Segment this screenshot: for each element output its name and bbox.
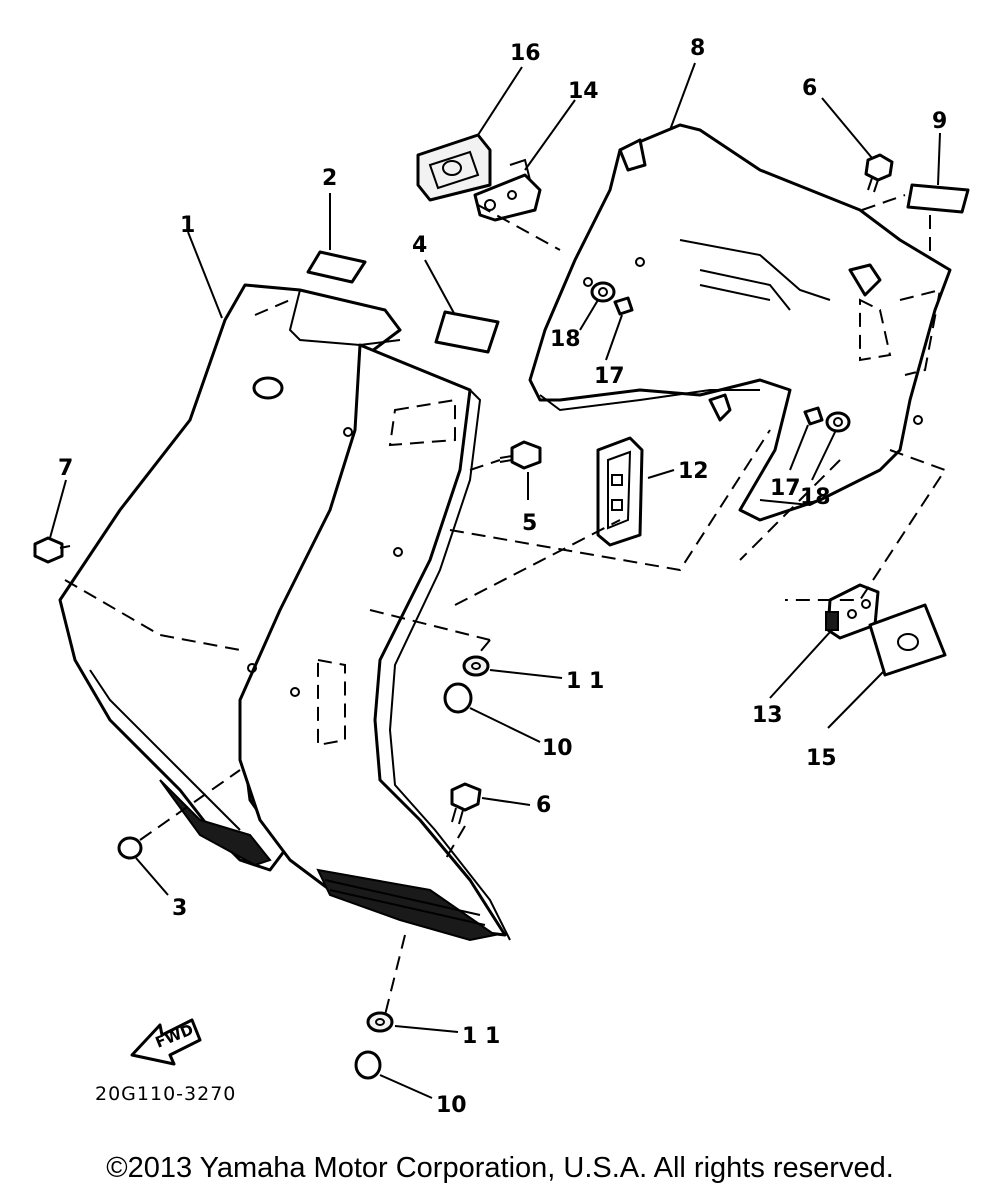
part-7-screw bbox=[33, 536, 71, 564]
part-15-rubber bbox=[868, 603, 947, 677]
part-6-screw-lower bbox=[450, 782, 482, 825]
callout-17-lower: 17 bbox=[770, 476, 801, 501]
part-3-spacer bbox=[117, 836, 143, 860]
callout-17-upper: 17 bbox=[594, 364, 625, 389]
callout-11-lower: 1 1 bbox=[462, 1024, 500, 1049]
callout-3: 3 bbox=[172, 896, 187, 921]
part-6-screw-upper bbox=[864, 153, 894, 193]
callout-1: 1 bbox=[180, 213, 195, 238]
fasteners-upper bbox=[590, 281, 634, 316]
part-12-plate bbox=[596, 436, 644, 547]
callout-7: 7 bbox=[58, 456, 73, 481]
left-side-cover bbox=[58, 283, 402, 872]
fwd-arrow-icon: FWD bbox=[130, 1018, 202, 1066]
callout-15: 15 bbox=[806, 746, 837, 771]
callout-10-upper: 10 bbox=[542, 736, 573, 761]
callout-13: 13 bbox=[752, 703, 783, 728]
part-10-nut-lower bbox=[354, 1050, 382, 1080]
label-part-9 bbox=[906, 183, 970, 214]
callout-6-lower: 6 bbox=[536, 793, 551, 818]
part-11-washer-upper bbox=[462, 655, 490, 677]
callout-5: 5 bbox=[522, 511, 537, 536]
front-cover-panel bbox=[238, 343, 511, 942]
label-part-2 bbox=[306, 250, 367, 284]
fasteners-lower bbox=[803, 406, 851, 433]
callout-9: 9 bbox=[932, 109, 947, 134]
copyright-notice: ©2013 Yamaha Motor Corporation, U.S.A. A… bbox=[106, 1152, 894, 1184]
callout-10-lower: 10 bbox=[436, 1093, 467, 1118]
callout-16: 16 bbox=[510, 41, 541, 66]
callout-6-upper: 6 bbox=[802, 76, 817, 101]
part-16-rubber bbox=[416, 133, 492, 202]
callout-14: 14 bbox=[568, 79, 599, 104]
callout-8: 8 bbox=[690, 36, 705, 61]
label-part-4 bbox=[434, 310, 500, 354]
callout-2: 2 bbox=[322, 166, 337, 191]
part-5-screw bbox=[499, 440, 542, 470]
callout-18-upper: 18 bbox=[550, 327, 581, 352]
part-14-bracket bbox=[473, 158, 542, 222]
rear-cover bbox=[528, 123, 952, 522]
part-10-nut-upper bbox=[443, 682, 473, 714]
callout-12: 12 bbox=[678, 459, 709, 484]
callout-11-upper: 1 1 bbox=[566, 669, 604, 694]
diagram-code: 20G110-3270 bbox=[95, 1083, 236, 1105]
part-11-washer-lower bbox=[366, 1011, 394, 1033]
callout-4: 4 bbox=[412, 233, 427, 258]
callout-18-lower: 18 bbox=[800, 485, 831, 510]
